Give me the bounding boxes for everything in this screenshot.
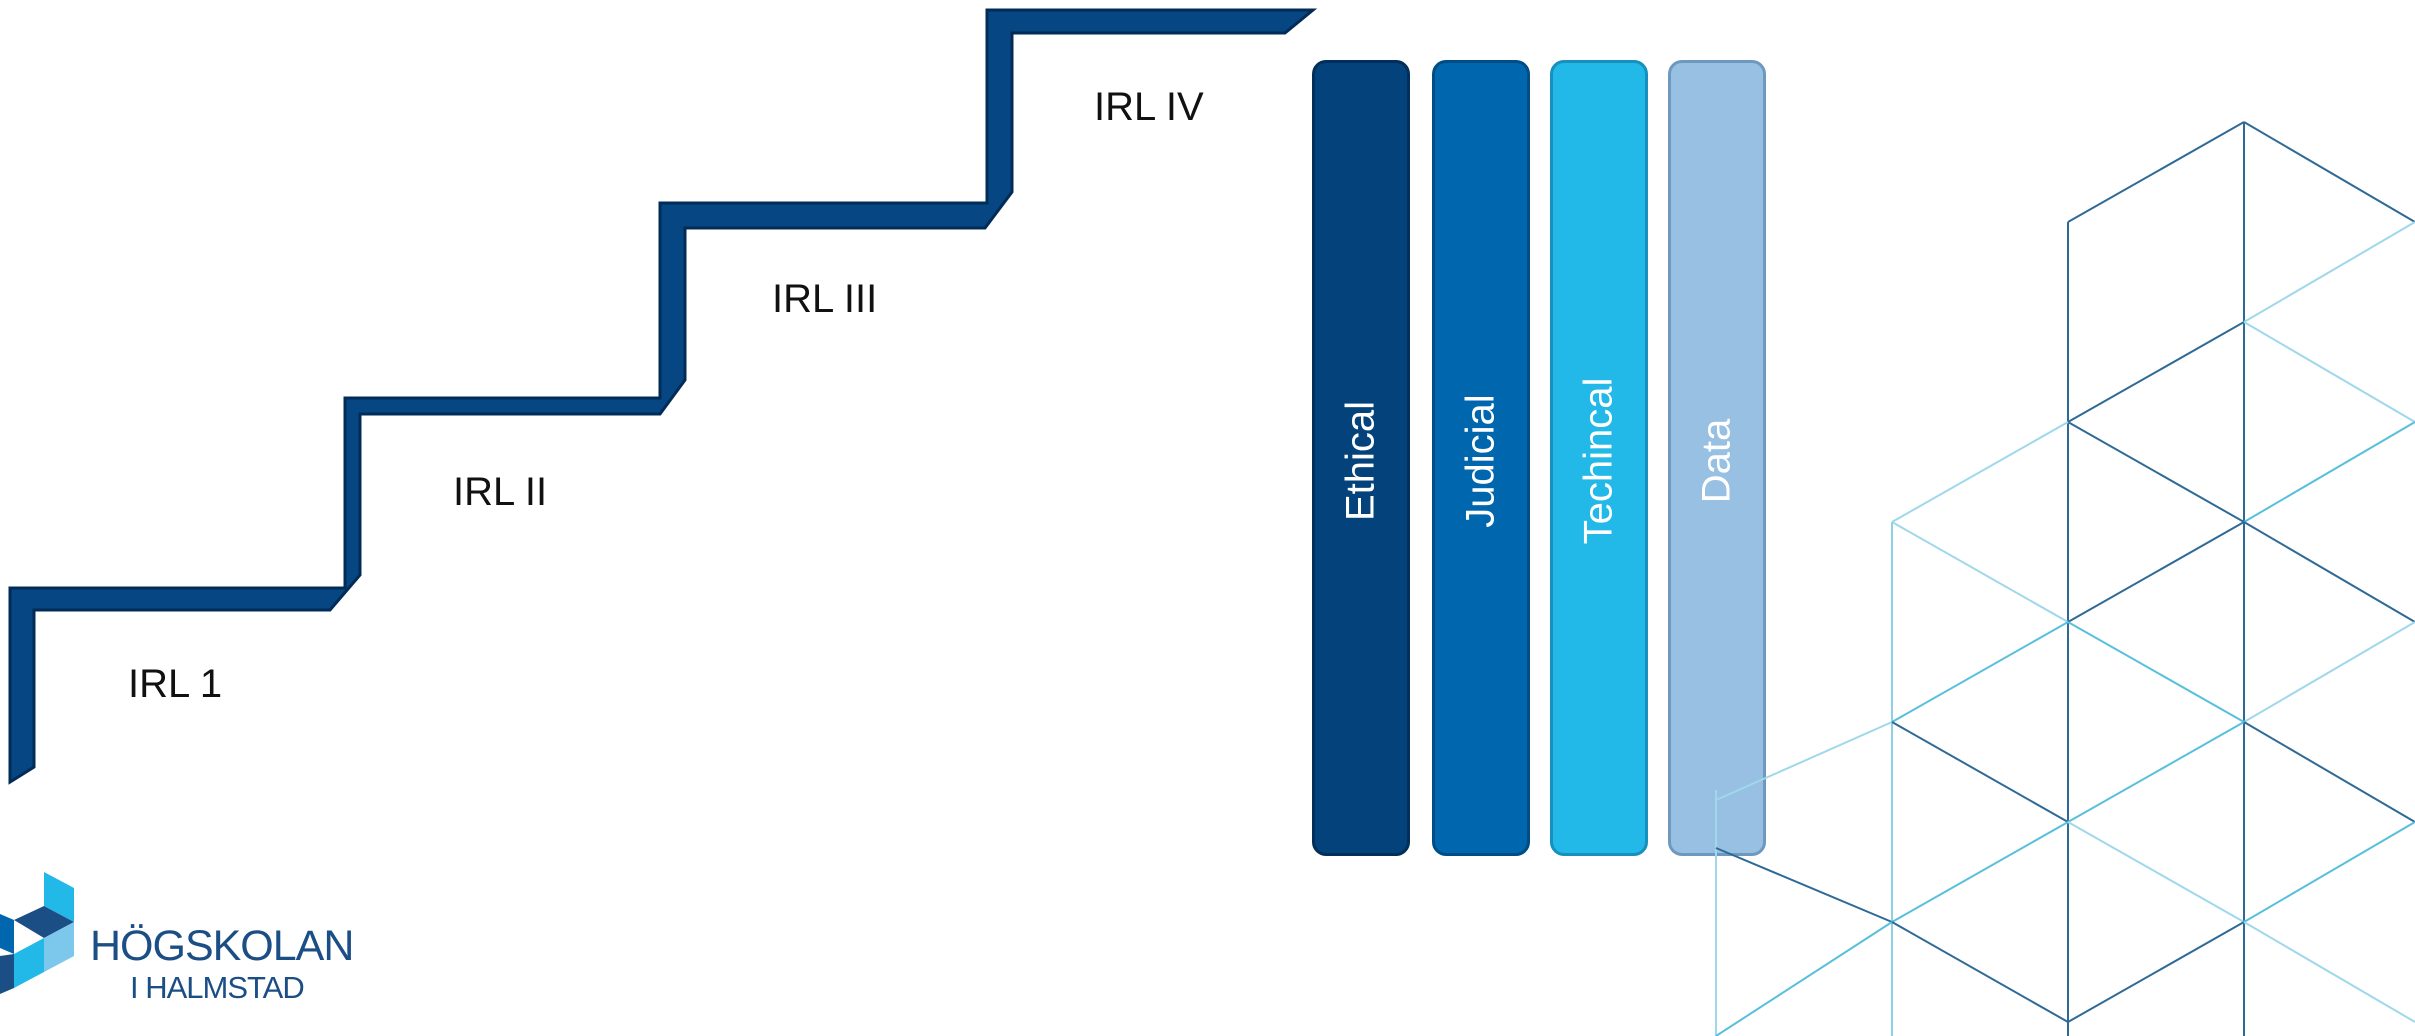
pillar-label-technical: Techincal [1576, 377, 1621, 545]
pillar-ethical: Ethical [1312, 60, 1410, 856]
logo-mark-icon [0, 872, 74, 994]
pillar-data: Data [1668, 60, 1766, 856]
pillar-label-judicial: Judicial [1458, 394, 1503, 528]
pillar-judicial: Judicial [1432, 60, 1530, 856]
university-logo: HÖGSKOLAN I HALMSTAD [0, 870, 380, 1010]
pillar-label-ethical: Ethical [1338, 400, 1383, 522]
step-label-irl-2: IRL II [453, 470, 548, 514]
staircase-shape [8, 8, 1318, 785]
step-label-irl-3: IRL III [772, 277, 878, 321]
pillar-technical: Techincal [1550, 60, 1648, 856]
logo-subname: I HALMSTAD [130, 970, 305, 1005]
step-label-irl-1: IRL 1 [128, 662, 223, 706]
triangle-grid-pattern [1715, 121, 2415, 1036]
step-label-irl-4: IRL IV [1094, 85, 1204, 129]
staircase-diagram [8, 8, 1318, 785]
logo-name: HÖGSKOLAN [90, 922, 354, 970]
